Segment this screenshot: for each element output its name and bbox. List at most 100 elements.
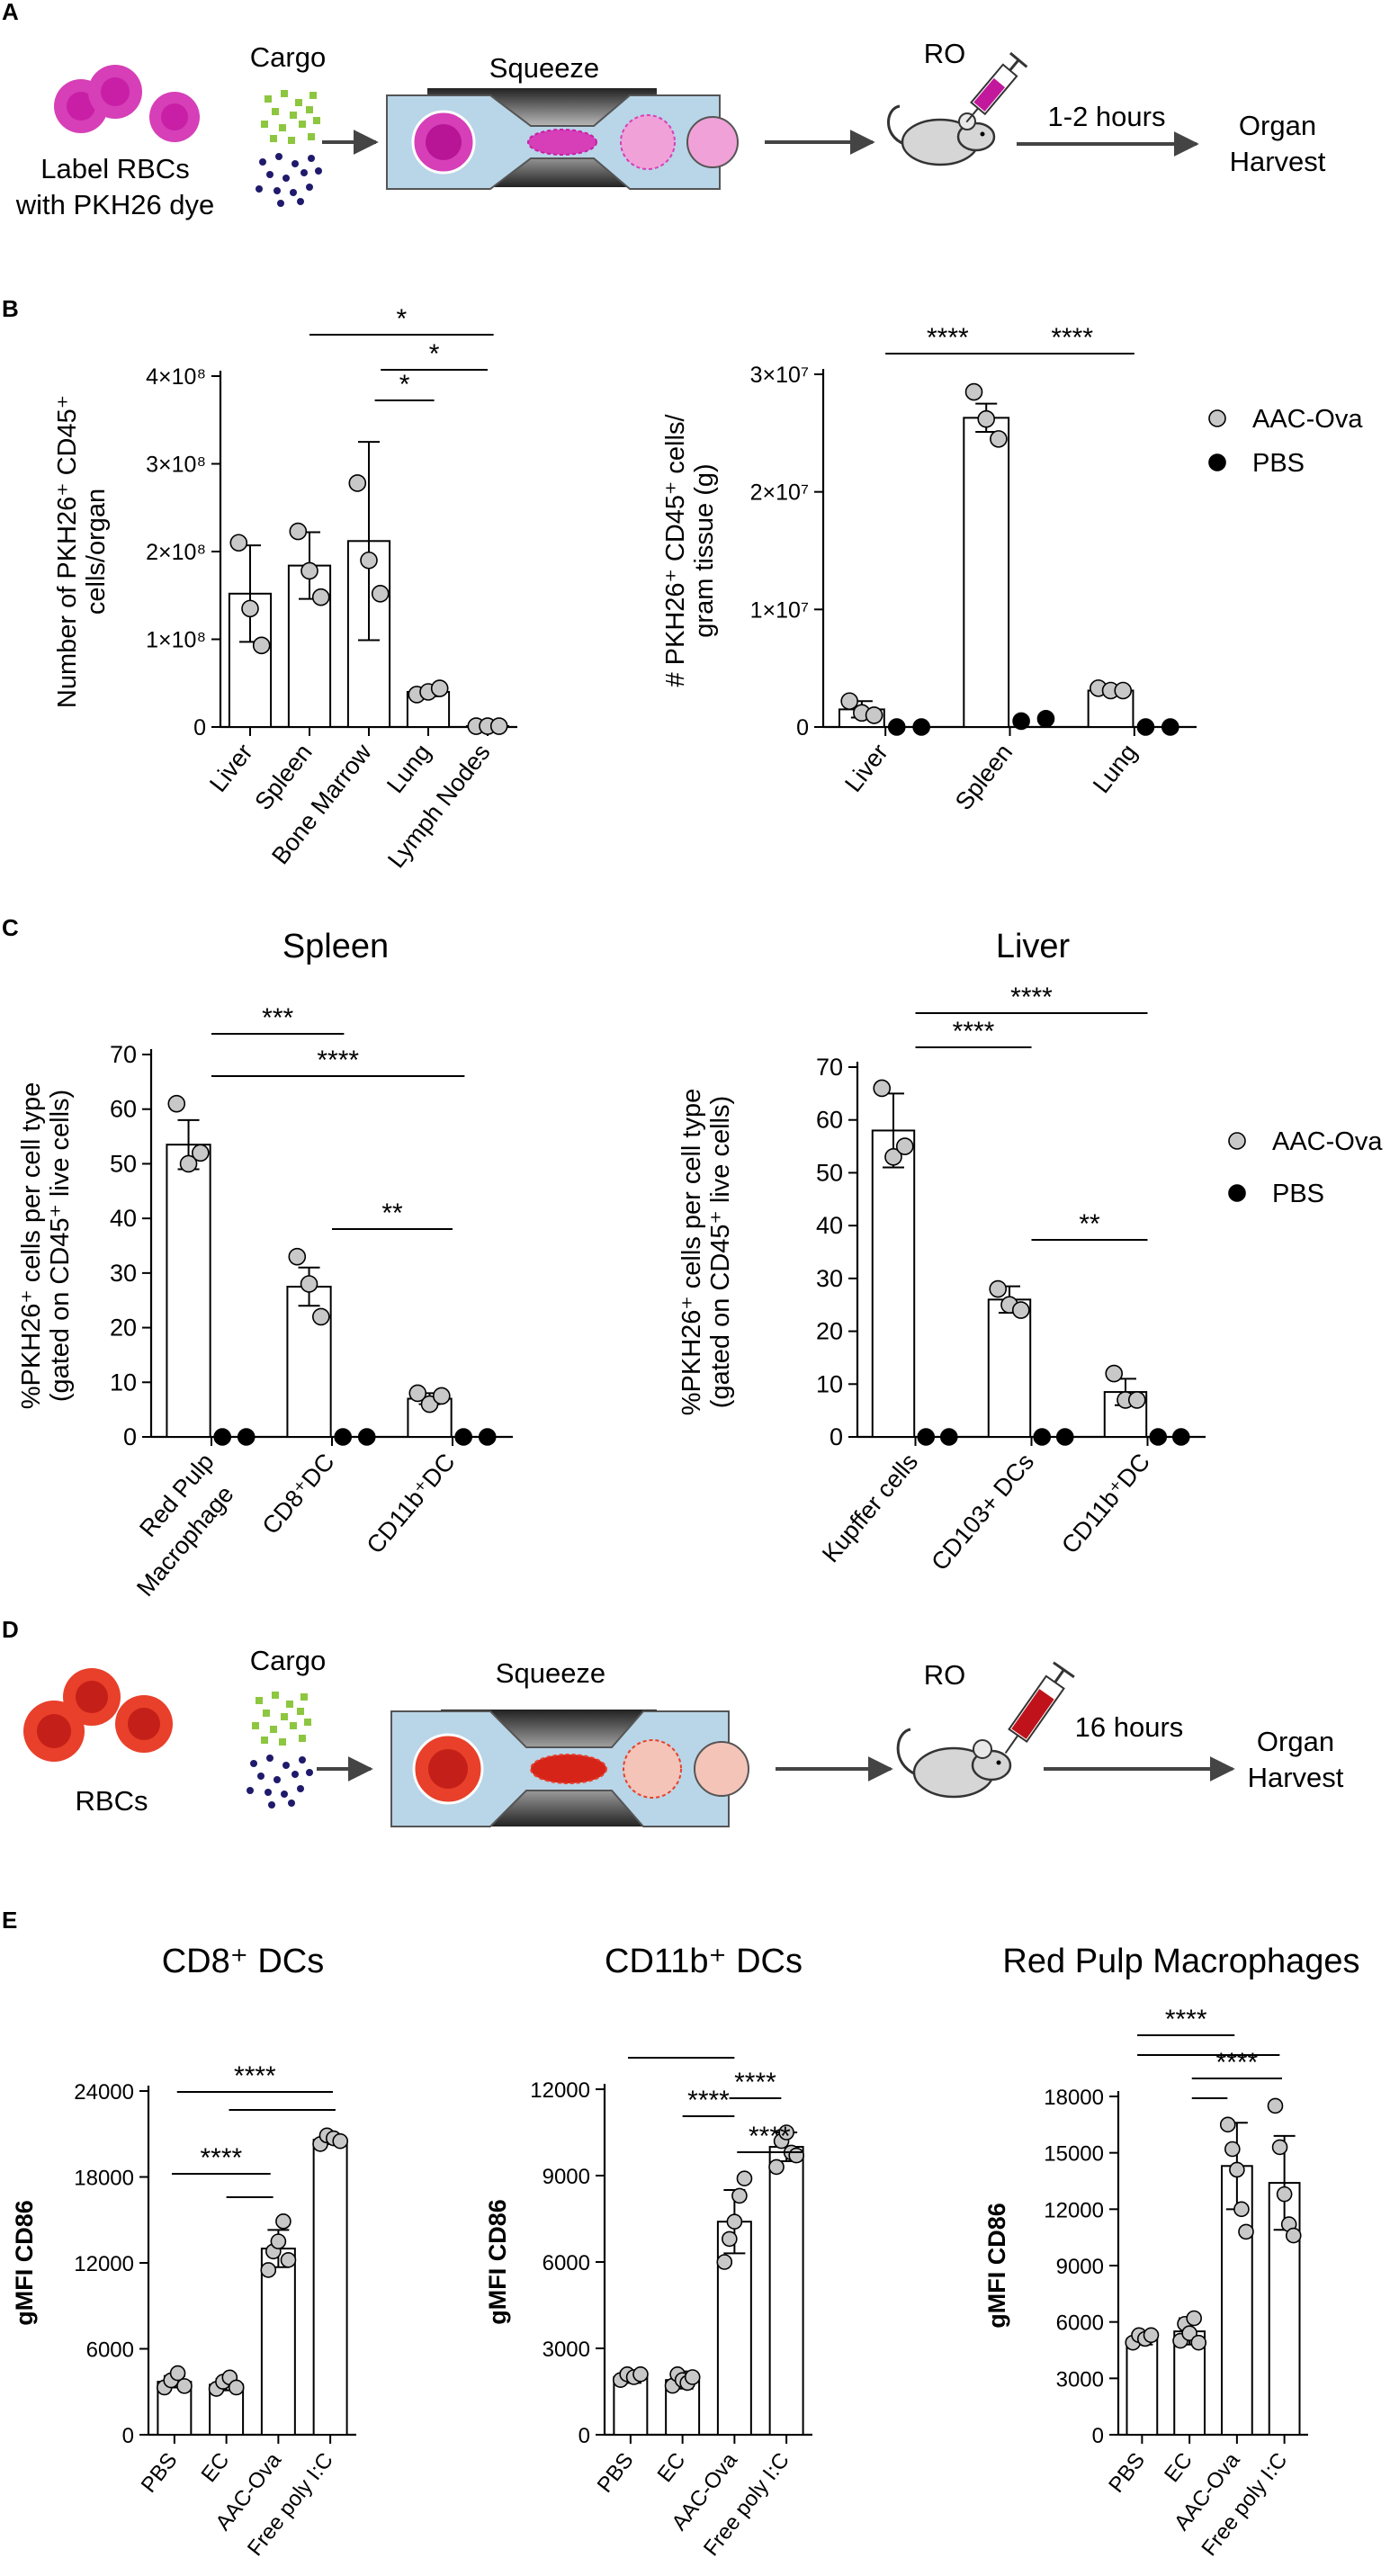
x-tick-label: CD8⁺DC: [257, 1449, 340, 1539]
y-axis-label: gram tissue (g): [690, 463, 719, 637]
y-tick-label: 6000: [1056, 2311, 1104, 2336]
cargo-particle-navy: [288, 1800, 295, 1807]
mouse-tail: [887, 104, 905, 146]
significance-label: ****: [317, 1046, 359, 1075]
y-axis-label: cells/organ: [82, 489, 111, 615]
mouse-tail: [896, 1728, 917, 1776]
cargo-particles: [256, 90, 322, 207]
cargo-particle-green: [300, 1693, 308, 1701]
data-point: [1190, 2334, 1207, 2351]
legend-label-aac-ova: AAC-Ova: [1272, 1127, 1383, 1156]
y-axis-label: gMFI CD86: [11, 2200, 38, 2326]
chart-title: CD8⁺ DCs: [162, 1943, 325, 1980]
y-tick-label: 20: [816, 1318, 843, 1345]
data-point: [360, 551, 378, 570]
data-point: [332, 2132, 349, 2150]
chart-e-red-pulp-macrophages: Red Pulp Macrophages03000600090001200015…: [983, 1943, 1360, 2561]
rbc-cell-center: [128, 1708, 160, 1740]
rbc-squeezed: [530, 1754, 607, 1784]
data-point: [1271, 2139, 1288, 2156]
y-tick-label: 12000: [74, 2252, 134, 2276]
data-point: [865, 706, 883, 724]
data-point: [736, 2170, 753, 2186]
data-point: [1285, 2227, 1302, 2244]
data-point: [1012, 712, 1030, 731]
data-point: [408, 1384, 427, 1403]
label-harvest-line1: Organ: [1239, 110, 1316, 141]
cargo-particle-navy: [274, 1776, 281, 1783]
y-tick-label: 70: [110, 1041, 137, 1068]
data-point: [1036, 710, 1055, 728]
legend-label-aac-ova: AAC-Ova: [1252, 405, 1363, 434]
y-tick-label: 3×10⁸: [146, 453, 206, 478]
cargo-particle-navy: [281, 1791, 288, 1798]
cargo-particle-green: [252, 1722, 259, 1729]
cargo-particle-navy: [275, 153, 282, 160]
data-point: [840, 692, 858, 711]
rbc-cluster-pink: [54, 65, 200, 142]
legend-label-pbs: PBS: [1272, 1180, 1324, 1208]
data-point: [169, 2365, 186, 2382]
panel-letter-e: E: [2, 1907, 17, 1934]
data-point: [478, 1428, 497, 1446]
cargo-particle-navy: [268, 1801, 275, 1809]
label-harvest-line1: Organ: [1257, 1726, 1334, 1757]
significance-label: ****: [200, 2143, 242, 2173]
data-point: [167, 1094, 186, 1113]
significance-label: *: [396, 304, 407, 334]
significance-label: ****: [1165, 2005, 1207, 2034]
data-point: [371, 584, 390, 603]
rbc-squeezed: [527, 129, 597, 156]
cargo-particle-navy: [257, 1773, 265, 1780]
data-point: [917, 1428, 936, 1446]
y-axis-label: %PKH26⁺ cells per cell type: [677, 1089, 706, 1415]
mouse-icon: [887, 104, 996, 166]
data-point: [1033, 1428, 1052, 1446]
y-tick-label: 6000: [543, 2251, 590, 2275]
y-tick-label: 2×10⁷: [750, 480, 809, 506]
data-point: [722, 2230, 738, 2248]
data-point: [731, 2187, 748, 2204]
data-point: [179, 1154, 198, 1173]
syringe-needle: [1004, 1735, 1019, 1754]
cargo-particle-navy: [282, 1762, 290, 1769]
x-tick-label: EC: [653, 2448, 691, 2487]
data-point: [213, 1428, 231, 1446]
y-tick-label: 3000: [543, 2338, 590, 2362]
rbc-entering-center: [428, 1749, 468, 1789]
x-tick-label: CD11b⁺DC: [1056, 1449, 1155, 1559]
data-point: [237, 1428, 256, 1446]
cargo-particle-green: [263, 1710, 270, 1717]
panel-letter-a: A: [2, 0, 19, 25]
data-point: [192, 1144, 210, 1162]
chart-title: CD11b⁺ DCs: [605, 1943, 803, 1980]
cargo-particle-green: [272, 108, 279, 115]
data-point: [260, 2262, 277, 2278]
rbc-cell-center: [67, 92, 95, 121]
bar: [987, 1298, 1032, 1439]
data-point: [964, 382, 983, 401]
cargo-particle-navy: [300, 169, 308, 176]
syringe-fluid: [1011, 1689, 1054, 1739]
chart-title: Liver: [996, 928, 1071, 965]
significance-label: ***: [262, 1003, 293, 1033]
significance-label: ****: [1216, 2048, 1259, 2078]
label-harvest-line2: Harvest: [1230, 146, 1326, 177]
y-tick-label: 70: [816, 1054, 843, 1081]
cargo-particle-green: [288, 137, 295, 144]
legend-c: AAC-Ova PBS: [1228, 1127, 1383, 1208]
cargo-particle-green: [308, 133, 315, 140]
cargo-particle-navy: [291, 1771, 299, 1778]
data-point: [1143, 2327, 1160, 2344]
y-tick-label: 0: [123, 1423, 137, 1450]
data-point: [228, 2379, 245, 2396]
data-point: [288, 1247, 307, 1266]
cargo-particle-navy: [266, 171, 274, 178]
data-point: [280, 2252, 297, 2268]
y-axis-label: gMFI CD86: [983, 2203, 1010, 2329]
data-point: [289, 522, 308, 541]
y-tick-label: 10: [110, 1369, 137, 1396]
